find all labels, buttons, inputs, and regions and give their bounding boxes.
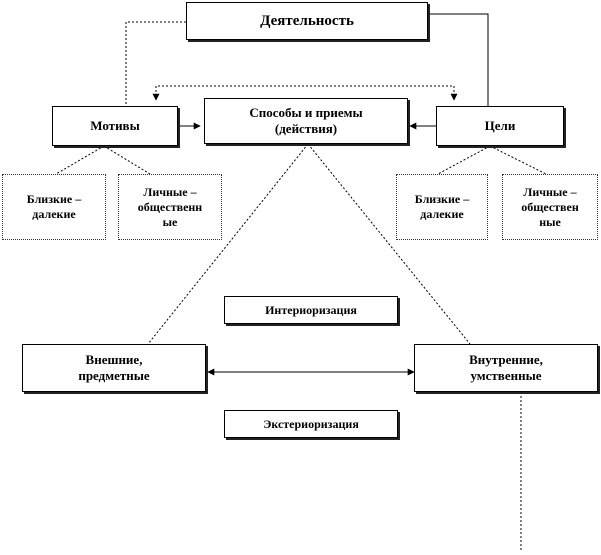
motives-box: Мотивы xyxy=(52,106,178,146)
goals-personal-social-label: Личные – обществен ные xyxy=(521,184,579,229)
methods-to-internal-line xyxy=(307,143,471,345)
motives-branch-right xyxy=(103,145,151,175)
goals-branch-right xyxy=(489,145,547,175)
external-box: Внешние, предметные xyxy=(22,344,206,392)
goals-box: Цели xyxy=(436,106,564,146)
interiorization-label: Интериоризация xyxy=(265,302,357,317)
motives-branch-left xyxy=(55,145,105,175)
goals-near-far-label: Близкие – далекие xyxy=(414,192,470,221)
goals-label: Цели xyxy=(484,117,516,133)
exteriorization-label: Экстериоризация xyxy=(263,416,359,431)
goals-near-far-box: Близкие – далекие xyxy=(396,174,488,240)
external-label: Внешние, предметные xyxy=(78,351,150,383)
methods-box: Способы и приемы (действия) xyxy=(204,98,408,144)
goals-personal-social-box: Личные – обществен ные xyxy=(502,174,598,240)
activity-box: Деятельность xyxy=(186,2,428,40)
internal-label: Внутренние, умственные xyxy=(469,351,543,383)
motives-label: Мотивы xyxy=(90,117,140,133)
goals-branch-left xyxy=(437,145,491,175)
interiorization-box: Интериоризация xyxy=(224,296,398,324)
activity-label: Деятельность xyxy=(260,12,354,29)
motives-personal-social-label: Личные – общественн ые xyxy=(137,184,203,229)
exteriorization-box: Экстериоризация xyxy=(224,410,398,438)
motives-near-far-box: Близкие – далекие xyxy=(2,174,106,240)
activity-to-goals-line xyxy=(428,13,489,106)
activity-to-motives-line xyxy=(125,21,186,106)
methods-label: Способы и приемы (действия) xyxy=(249,104,363,136)
methods-to-external-line xyxy=(147,143,309,345)
internal-box: Внутренние, умственные xyxy=(414,344,598,392)
motives-near-far-label: Близкие – далекие xyxy=(26,192,82,221)
motives-personal-social-box: Личные – общественн ые xyxy=(118,174,222,240)
